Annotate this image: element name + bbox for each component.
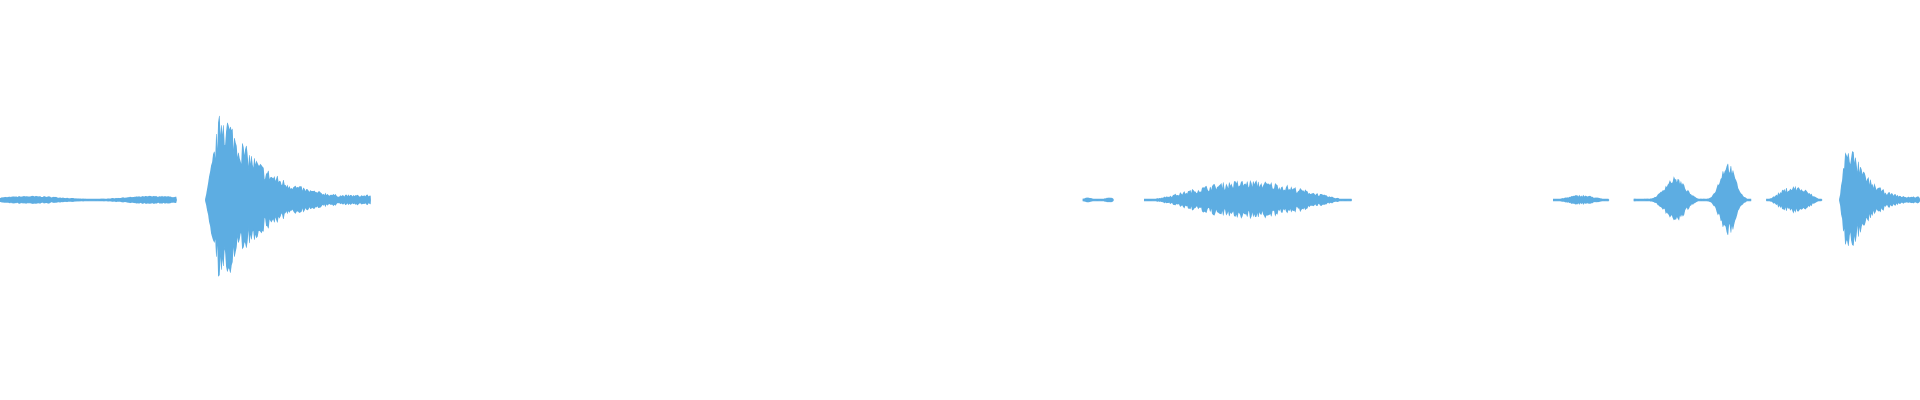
waveform-segment-1 (205, 115, 371, 277)
waveform-segments (0, 115, 1920, 277)
waveform-segment-2 (1082, 197, 1114, 203)
waveform-segment-5 (1633, 163, 1752, 235)
waveform-segment-7 (1839, 151, 1920, 246)
waveform-segment-3 (1144, 179, 1353, 220)
waveform-segment-6 (1766, 185, 1823, 214)
waveform-segment-4 (1553, 194, 1610, 205)
